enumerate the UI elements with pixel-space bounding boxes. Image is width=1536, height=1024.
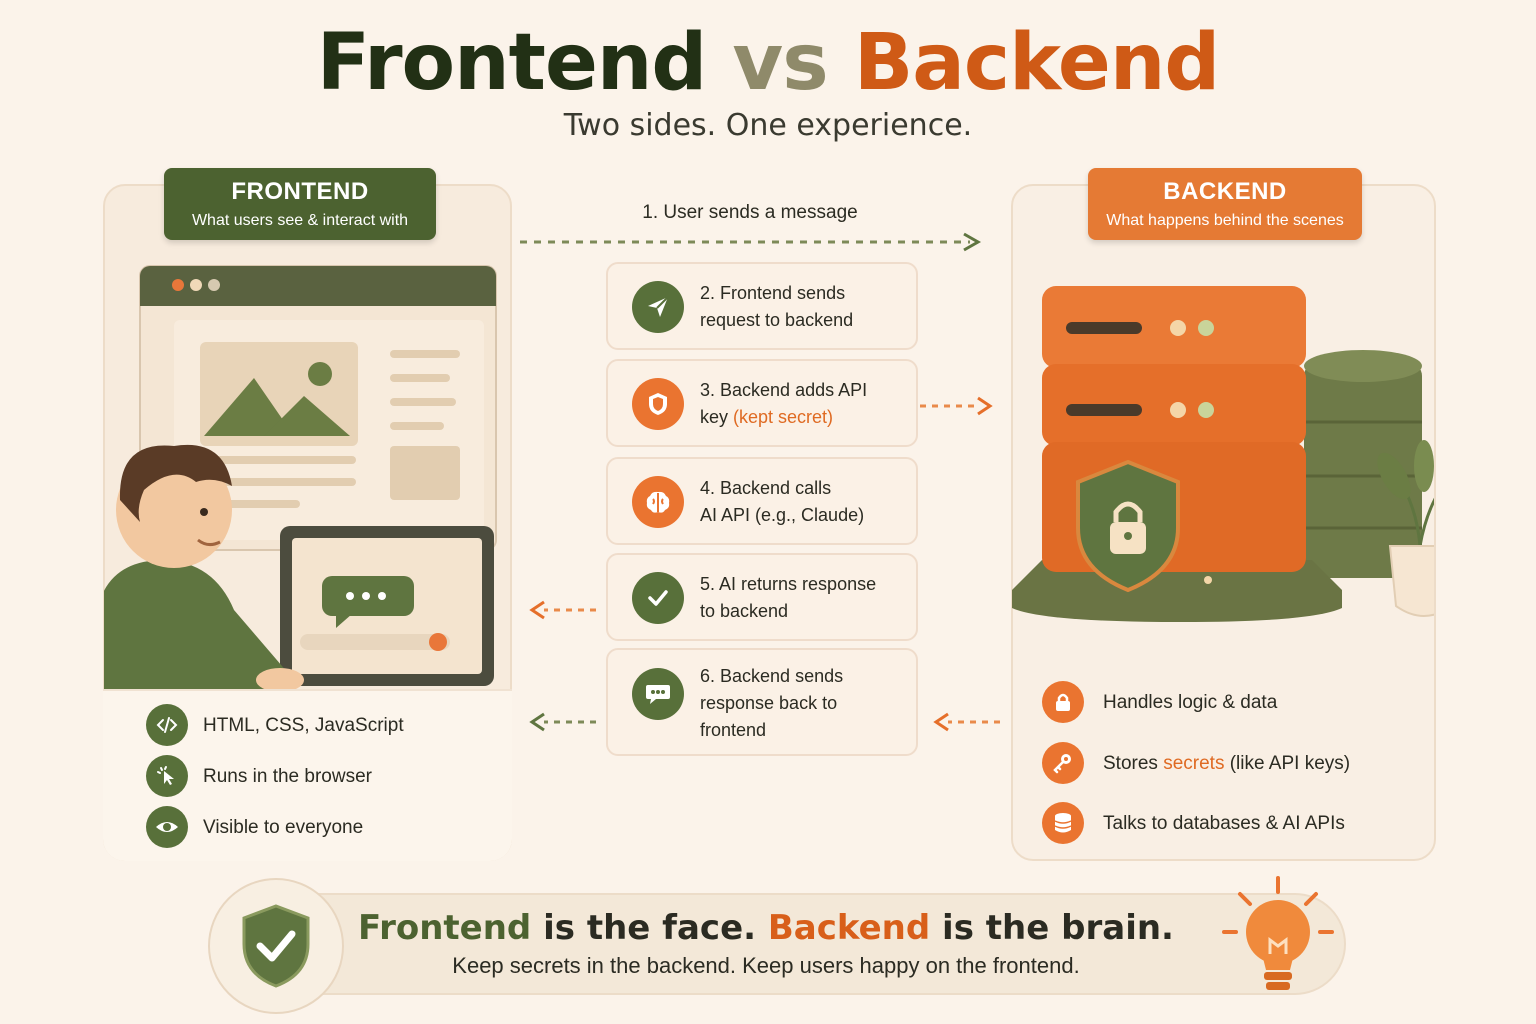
backend-feature-label: Stores secrets (like API keys)	[1103, 753, 1350, 775]
backend-feature-label-post: (like API keys)	[1224, 753, 1351, 774]
flow-step-line: to backend	[700, 601, 789, 621]
arrow-user-to-backend	[520, 232, 982, 252]
flow-step-2: 2. Frontend sends request to backend	[606, 262, 918, 350]
title-vs: vs	[732, 18, 828, 108]
page-subtitle: Two sides. One experience.	[563, 108, 973, 143]
secrets-highlight: secrets	[1163, 753, 1225, 774]
frontend-feature-label: HTML, CSS, JavaScript	[203, 715, 404, 736]
lightbulb-icon	[1222, 876, 1334, 990]
flow-step-1: 1. User sends a message	[642, 202, 858, 223]
frontend-tag: FRONTEND What users see & interact with	[164, 168, 436, 240]
flow-step-line: frontend	[700, 720, 767, 740]
brain-icon	[632, 476, 684, 528]
backend-tag: BACKEND What happens behind the scenes	[1088, 168, 1362, 240]
backend-feature-label: Talks to databases & AI APIs	[1103, 813, 1345, 834]
key-icon	[1042, 742, 1084, 784]
check-icon	[632, 572, 684, 624]
flow-step-6: 6. Backend sends response back to fronte…	[606, 648, 918, 756]
summary-banner	[246, 893, 1346, 995]
lock-icon	[1042, 681, 1084, 723]
paper-plane-icon	[632, 281, 684, 333]
frontend-tag-subtitle: What users see & interact with	[191, 212, 409, 229]
flow-step-line-pre: key	[700, 407, 734, 427]
flow-step-line: key (kept secret)	[700, 404, 906, 431]
arrow-apikey-to-backend	[920, 396, 993, 416]
frontend-feature-item: Visible to everyone	[146, 806, 506, 850]
chat-icon	[632, 668, 684, 720]
flow-step-3: 3. Backend adds API key (kept secret)	[606, 359, 918, 447]
arrow-flow-to-frontend	[529, 712, 596, 732]
frontend-feature-item: Runs in the browser	[146, 755, 506, 799]
flow-step-line: 6. Backend sends	[700, 666, 844, 686]
backend-feature-label-pre: Stores	[1103, 753, 1164, 774]
flow-step-line: 4. Backend calls	[700, 478, 832, 498]
banner-backend: Backend	[767, 908, 931, 948]
eye-icon	[146, 806, 188, 848]
backend-tag-subtitle: What happens behind the scenes	[1106, 212, 1344, 229]
banner-mid: is the face.	[531, 908, 768, 948]
frontend-illustration	[104, 265, 497, 690]
title-frontend: Frontend	[316, 18, 707, 108]
banner-frontend: Frontend	[358, 908, 532, 948]
database-icon	[1042, 802, 1084, 844]
shield-icon	[632, 378, 684, 430]
flow-step-4: 4. Backend calls AI API (e.g., Claude)	[606, 457, 918, 545]
page-title: Frontend vs Backend	[0, 18, 1536, 108]
banner-headline: Frontend is the face. Backend is the bra…	[246, 908, 1286, 948]
flow-step-line: 2. Frontend sends	[700, 283, 846, 303]
backend-feature-item: Talks to databases & AI APIs	[1042, 802, 1422, 846]
flow-step-line: AI API (e.g., Claude)	[700, 505, 865, 525]
title-backend: Backend	[853, 18, 1220, 108]
shield-check-icon	[242, 904, 310, 988]
backend-feature-item: Stores secrets (like API keys)	[1042, 742, 1422, 786]
flow-step-line: response back to	[700, 693, 838, 713]
arrow-response-to-frontend	[529, 600, 596, 620]
flow-step-5: 5. AI returns response to backend	[606, 553, 918, 641]
banner-end: is the brain.	[930, 908, 1174, 948]
code-icon	[146, 704, 188, 746]
flow-step-line: 5. AI returns response	[700, 574, 877, 594]
backend-feature-label: Handles logic & data	[1103, 692, 1278, 713]
backend-feature-item: Handles logic & data	[1042, 681, 1422, 725]
banner-badge	[208, 878, 344, 1014]
frontend-tag-title: FRONTEND	[231, 178, 369, 205]
frontend-feature-label: Runs in the browser	[203, 766, 372, 787]
cursor-click-icon	[146, 755, 188, 797]
flow-step-line: request to backend	[700, 310, 854, 330]
frontend-feature-item: HTML, CSS, JavaScript	[146, 704, 506, 748]
frontend-feature-label: Visible to everyone	[203, 817, 364, 838]
backend-tag-title: BACKEND	[1163, 178, 1287, 205]
banner-subtext: Keep secrets in the backend. Keep users …	[452, 953, 1080, 978]
flow-step-line: 3. Backend adds API	[700, 380, 868, 400]
arrow-backend-to-flow	[933, 712, 1000, 732]
kept-secret-highlight: (kept secret)	[733, 407, 834, 427]
backend-illustration	[1012, 286, 1434, 622]
